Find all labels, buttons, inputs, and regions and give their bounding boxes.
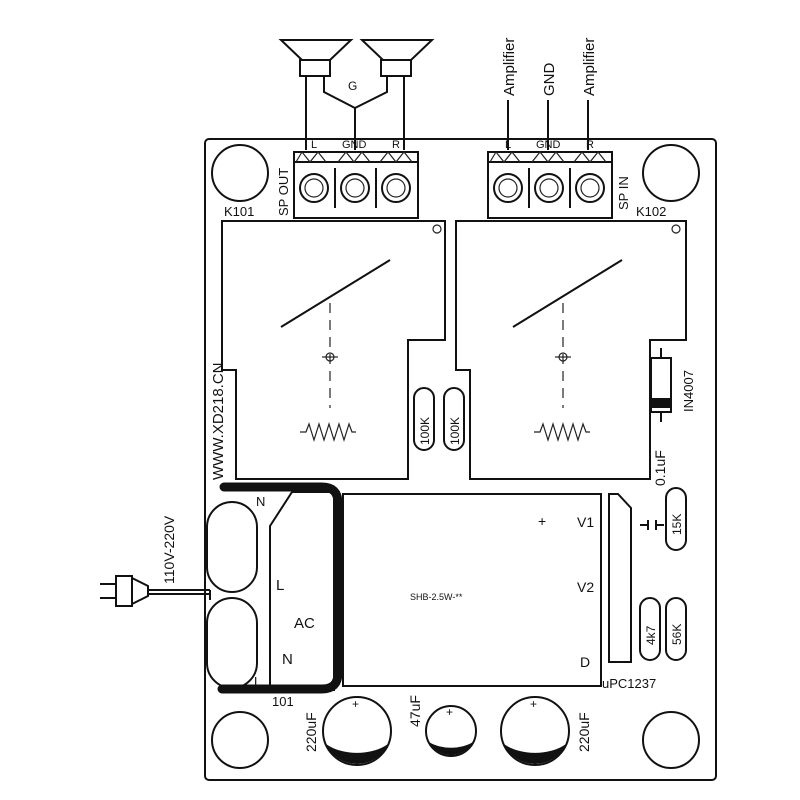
cap-left-label: 220uF bbox=[303, 712, 319, 752]
relay-k101 bbox=[221, 220, 446, 480]
amplifier-gnd-label: GND bbox=[541, 63, 558, 97]
resistor-100k-b-label: 100K bbox=[448, 417, 462, 445]
ac-n-label: N bbox=[282, 651, 293, 668]
resistor-100k-a-label: 100K bbox=[418, 417, 432, 445]
transformer-model-label: SHB-2.5W-** bbox=[410, 592, 463, 602]
power-plug-icon bbox=[100, 575, 211, 607]
power-n-label: N bbox=[256, 494, 265, 509]
sp-in-r-label: R bbox=[586, 139, 594, 151]
speaker-ground-label: G bbox=[348, 79, 357, 93]
amplifier-right-label: Amplifier bbox=[581, 38, 598, 96]
resistor-56k bbox=[665, 597, 687, 661]
ic-label: uPC1237 bbox=[602, 676, 656, 691]
cap-left-220uf bbox=[322, 696, 392, 766]
resistor-15k-label: 15K bbox=[670, 514, 684, 535]
website-label: WWW.XD218.CN bbox=[210, 362, 227, 480]
power-terminal-l bbox=[206, 597, 258, 689]
transformer-v1-label: V1 bbox=[577, 514, 594, 530]
mounting-hole-bottom-left bbox=[211, 711, 269, 769]
cap-left-plus: + bbox=[352, 697, 359, 711]
sp-in-gnd-label: GND bbox=[536, 139, 561, 151]
speaker-wires bbox=[305, 76, 405, 150]
transformer-d-label: D bbox=[580, 654, 590, 670]
cap-mid-label: 47uF bbox=[407, 695, 423, 727]
cap-right-plus: + bbox=[530, 697, 537, 711]
sp-in-header-label: SP IN bbox=[616, 176, 631, 210]
cap-right-220uf bbox=[500, 696, 570, 766]
transformer-module bbox=[342, 493, 602, 687]
right-speaker-icon bbox=[359, 39, 435, 77]
heatsink-strip bbox=[608, 493, 632, 663]
mounting-hole-top-right bbox=[642, 144, 700, 202]
k102-label: K102 bbox=[636, 204, 666, 219]
amplifier-left-label: Amplifier bbox=[501, 38, 518, 96]
transformer-plus-label: + bbox=[538, 513, 546, 529]
resistor-56k-label: 56K bbox=[670, 624, 684, 645]
power-l-label: L bbox=[254, 674, 261, 689]
amplifier-wires bbox=[507, 100, 589, 150]
capacitor-01uf bbox=[640, 520, 664, 530]
jumper-wire bbox=[217, 482, 343, 694]
resistor-100k-a bbox=[413, 387, 435, 451]
capacitor-01uf-label: 0.1uF bbox=[652, 450, 668, 486]
k101-label: K101 bbox=[224, 204, 254, 219]
relay-k102 bbox=[455, 220, 687, 480]
resistor-4k7 bbox=[639, 597, 661, 661]
resistor-4k7-label: 4k7 bbox=[644, 625, 658, 645]
diode-label: IN4007 bbox=[681, 370, 696, 412]
sp-out-l-label: L bbox=[311, 139, 317, 151]
left-speaker-icon bbox=[278, 39, 354, 77]
cap-mid-47uf bbox=[425, 705, 477, 757]
resistor-15k bbox=[665, 487, 687, 551]
module-ref-label: 101 bbox=[272, 694, 294, 709]
cap-right-label: 220uF bbox=[576, 712, 592, 752]
sp-out-gnd-label: GND bbox=[342, 139, 367, 151]
sp-out-terminal-block bbox=[293, 150, 419, 219]
diode-in4007 bbox=[650, 348, 672, 422]
transformer-v2-label: V2 bbox=[577, 579, 594, 595]
ac-label: AC bbox=[294, 615, 315, 632]
board-outline bbox=[204, 138, 717, 781]
mounting-hole-bottom-right bbox=[642, 711, 700, 769]
cap-mid-plus: + bbox=[446, 705, 453, 719]
power-terminal-n bbox=[206, 501, 258, 593]
sp-in-terminal-block bbox=[487, 150, 613, 219]
sp-in-l-label: L bbox=[505, 139, 511, 151]
voltage-label: 110V-220V bbox=[161, 515, 177, 584]
mounting-hole-top-left bbox=[211, 144, 269, 202]
sp-out-r-label: R bbox=[392, 139, 400, 151]
resistor-100k-b bbox=[443, 387, 465, 451]
sp-out-header-label: SP OUT bbox=[276, 168, 291, 216]
ac-l-label: L bbox=[276, 577, 284, 594]
